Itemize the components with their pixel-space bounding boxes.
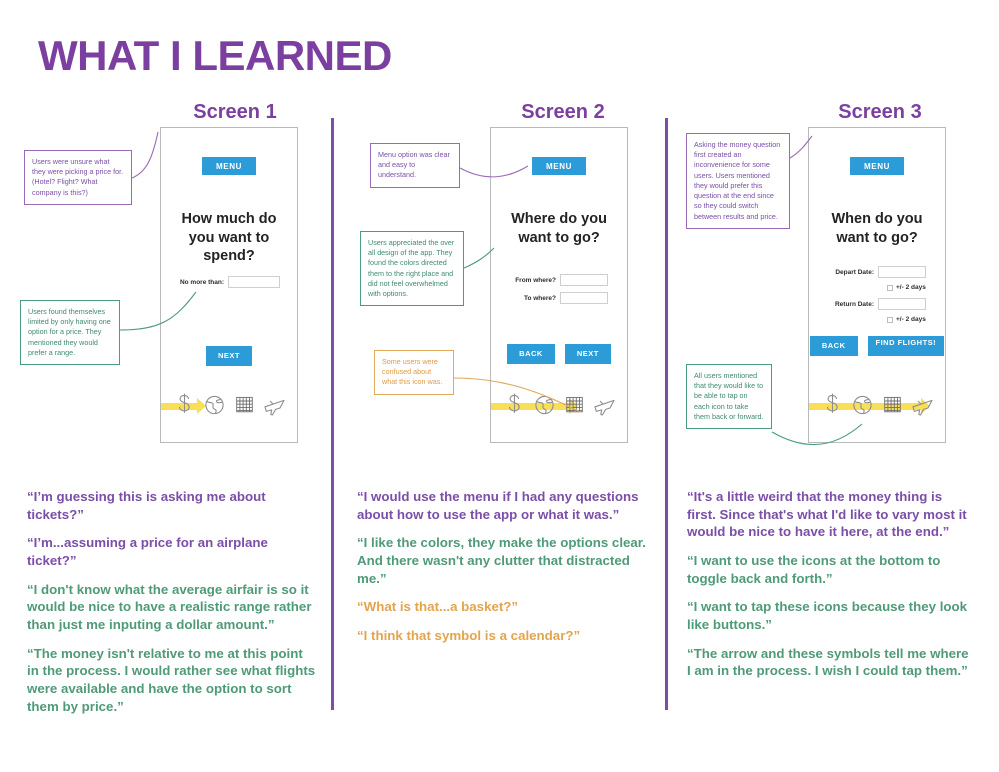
callout-purple-screen-1: Users were unsure what they were picking… <box>24 150 132 205</box>
form-area: No more than: <box>161 276 297 294</box>
field-row: Return Date: <box>809 298 945 310</box>
screen-heading-2: Screen 2 <box>521 101 605 123</box>
dollar-icon[interactable] <box>502 392 527 420</box>
quote-item: “What is that...a basket?” <box>357 599 519 615</box>
screen-heading-1: Screen 1 <box>193 101 277 123</box>
field-row: From where? <box>491 274 627 286</box>
airplane-icon[interactable] <box>910 392 935 420</box>
calendar-icon[interactable] <box>880 392 905 420</box>
phone-button-row: BACK NEXT <box>491 344 627 364</box>
field-row: To where? <box>491 292 627 304</box>
field-label: Return Date: <box>834 300 874 308</box>
column-divider <box>665 118 668 710</box>
checkbox-icon[interactable] <box>887 316 893 323</box>
next-button[interactable]: NEXT <box>205 346 252 366</box>
calendar-icon[interactable] <box>562 392 587 420</box>
back-button[interactable]: BACK <box>809 336 858 356</box>
callout-green-screen-1: Users found themselves limited by only h… <box>20 300 120 366</box>
callout-green-screen-3: All users mentioned that they would like… <box>686 364 772 430</box>
field-label: To where? <box>523 294 556 302</box>
progress-icon-bar <box>491 386 627 426</box>
airplane-icon[interactable] <box>592 392 617 420</box>
phone-mockup-screen-1: MENU How much do you want to spend? No m… <box>160 127 298 443</box>
next-button[interactable]: NEXT <box>564 344 611 364</box>
price-input[interactable] <box>228 276 280 288</box>
checkbox-label: +/- 2 days <box>896 316 926 323</box>
menu-button[interactable]: MENU <box>532 157 586 175</box>
column-divider <box>331 118 334 710</box>
return-date-input[interactable] <box>878 298 926 310</box>
checkbox-icon[interactable] <box>887 284 893 291</box>
depart-flex-days-row[interactable]: +/- 2 days <box>809 284 945 291</box>
depart-date-input[interactable] <box>878 266 926 278</box>
field-row: Depart Date: <box>809 266 945 278</box>
dollar-icon[interactable] <box>820 392 845 420</box>
quote-column-1: “I’m guessing this is asking me about ti… <box>27 488 317 726</box>
progress-icon-bar <box>809 386 945 426</box>
phone-mockup-screen-2: MENU Where do you want to go? From where… <box>490 127 628 443</box>
progress-arrow-head <box>197 398 206 414</box>
form-area: From where? To where? <box>491 274 627 310</box>
form-area: Depart Date: +/- 2 days Return Date: +/-… <box>809 266 945 330</box>
from-where-input[interactable] <box>560 274 608 286</box>
phone-mockup-screen-3: MENU When do you want to go? Depart Date… <box>808 127 946 443</box>
progress-arrow-bar <box>809 403 921 410</box>
progress-arrow-head <box>921 398 930 414</box>
dollar-icon[interactable] <box>172 392 197 420</box>
field-label: No more than: <box>179 278 224 286</box>
field-label: Depart Date: <box>835 268 874 276</box>
quote-column-3: “It's a little weird that the money thin… <box>687 488 972 691</box>
quote-item: “I don't know what the average airfair i… <box>27 581 312 633</box>
callout-green-screen-2: Users appreciated the over all design of… <box>360 231 464 307</box>
progress-arrow-bar <box>161 403 197 410</box>
field-row: No more than: <box>161 276 297 288</box>
airplane-icon[interactable] <box>262 392 287 420</box>
quote-item: “It's a little weird that the money thin… <box>687 489 967 540</box>
progress-icon-bar <box>161 386 297 426</box>
screen-question: When do you want to go? <box>831 211 923 246</box>
quote-item: “I like the colors, they make the option… <box>357 535 646 586</box>
quote-item: “I want to use the icons at the bottom t… <box>687 553 941 586</box>
field-label: From where? <box>515 276 556 284</box>
return-flex-days-row[interactable]: +/- 2 days <box>809 316 945 323</box>
quote-item: “I would use the menu if I had any quest… <box>357 489 639 522</box>
quote-item: “The arrow and these symbols tell me whe… <box>687 645 969 679</box>
find-flights-button[interactable]: FIND FLIGHTS! <box>867 336 945 356</box>
globe-icon[interactable] <box>532 392 557 420</box>
globe-icon[interactable] <box>850 392 875 420</box>
quote-item: “I’m...assuming a price for an airplane … <box>27 535 268 569</box>
quote-item: “I want to tap these icons because they … <box>687 599 968 633</box>
quote-item: “The money isn't relative to me at this … <box>27 645 316 714</box>
page-title: WHAT I LEARNED <box>38 32 392 79</box>
callout-purple-screen-3: Asking the money question first created … <box>686 133 790 229</box>
menu-button[interactable]: MENU <box>850 157 904 175</box>
screen-question: Where do you want to go? <box>511 211 607 246</box>
quote-column-2: “I would use the menu if I had any quest… <box>357 488 647 656</box>
globe-icon[interactable] <box>202 392 227 420</box>
quote-item: “I think that symbol is a calendar?” <box>357 628 581 644</box>
back-button[interactable]: BACK <box>507 344 555 364</box>
checkbox-label: +/- 2 days <box>896 284 926 291</box>
callout-orange-screen-2: Some users were confused about what this… <box>374 350 454 395</box>
calendar-icon[interactable] <box>232 392 257 420</box>
callout-purple-screen-2: Menu option was clear and easy to unders… <box>370 143 460 188</box>
menu-button[interactable]: MENU <box>202 157 256 175</box>
screen-question: How much do you want to spend? <box>181 211 277 265</box>
to-where-input[interactable] <box>560 292 608 304</box>
phone-button-row: BACK FIND FLIGHTS! <box>809 336 945 356</box>
quote-item: “I’m guessing this is asking me about ti… <box>27 489 266 522</box>
screen-heading-3: Screen 3 <box>838 101 922 123</box>
phone-button-row: NEXT <box>161 346 297 366</box>
